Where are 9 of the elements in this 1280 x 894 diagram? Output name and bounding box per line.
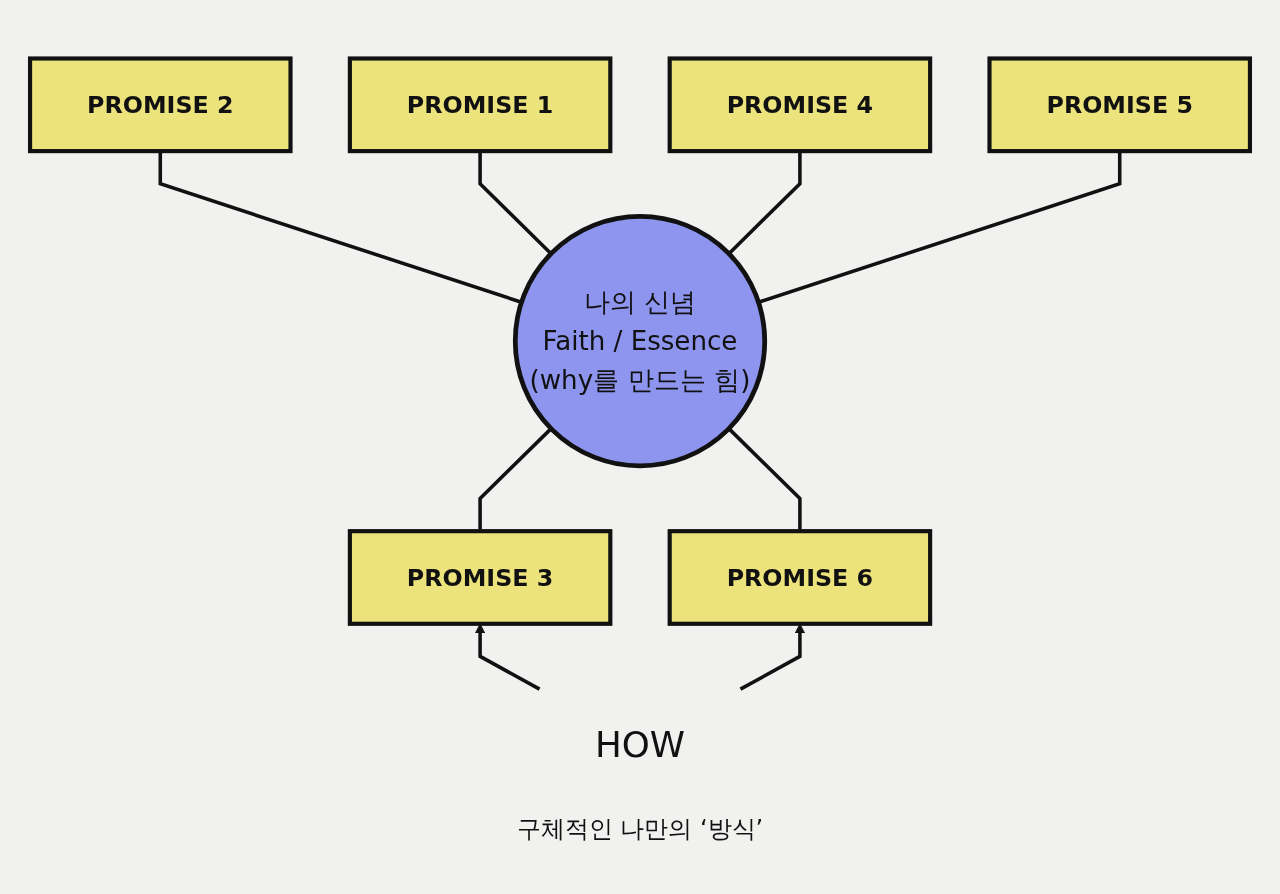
node-box: PROMISE 5 [987,56,1252,154]
node-box: PROMISE 6 [667,529,933,626]
node-box: PROMISE 3 [347,529,613,626]
node-box: PROMISE 2 [27,56,293,154]
node-circle: 나의 신념 Faith / Essence (why를 만드는 힘) [512,214,768,469]
node-text: HOW [594,723,686,766]
note-text: 구체적인 나만의 ‘방식’ [516,814,764,845]
node-box: PROMISE 4 [667,56,933,154]
node-box: PROMISE 1 [347,56,613,154]
